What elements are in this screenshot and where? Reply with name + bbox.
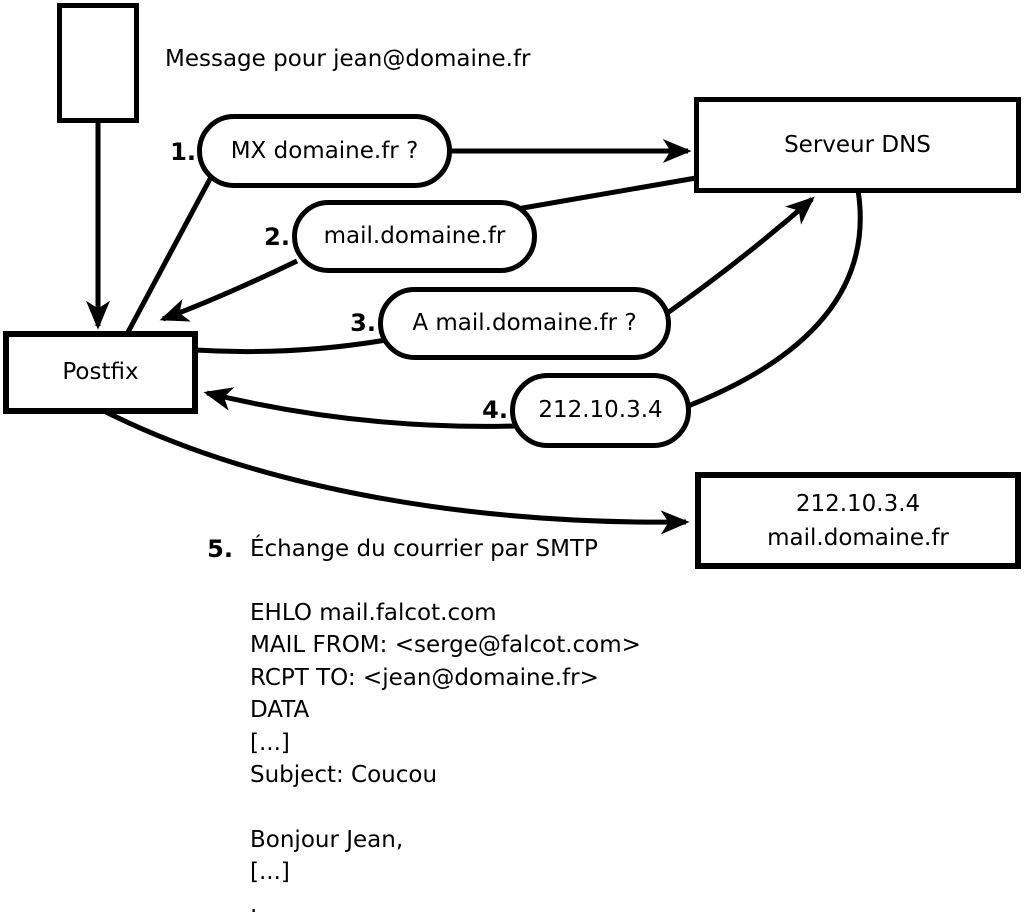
destination-hostname: mail.domaine.fr <box>767 524 949 551</box>
step3-number: 3. <box>350 309 376 337</box>
arrow-step4-to-postfix <box>203 387 516 429</box>
step3-query-pill: A mail.domaine.fr ? <box>378 287 671 360</box>
step5-number: 5. <box>207 535 233 563</box>
line-postfix-to-step3 <box>194 336 393 355</box>
line-dns-to-step4 <box>687 189 863 409</box>
destination-ip: 212.10.3.4 <box>795 490 921 517</box>
step2-answer-label: mail.domaine.fr <box>323 223 506 250</box>
dns-server-box: Serveur DNS <box>694 97 1021 193</box>
destination-server-label: 212.10.3.4 mail.domaine.fr <box>767 487 949 555</box>
postfix-label: Postfix <box>62 359 139 386</box>
step1-query-label: MX domaine.fr ? <box>230 137 419 164</box>
step2-number: 2. <box>264 223 290 251</box>
line-dns-to-step2 <box>516 175 697 212</box>
step3-query-label: A mail.domaine.fr ? <box>412 310 637 337</box>
step2-answer-pill: mail.domaine.fr <box>292 200 537 273</box>
smtp-session-transcript: EHLO mail.falcot.com MAIL FROM: <serge@f… <box>250 600 641 918</box>
arrow-step2-to-postfix <box>159 258 299 322</box>
step1-number: 1. <box>170 138 196 166</box>
step4-number: 4. <box>482 396 508 424</box>
arrow-step3-to-dns <box>664 196 815 317</box>
dns-server-label: Serveur DNS <box>784 131 931 158</box>
line-postfix-to-step1 <box>124 175 214 336</box>
destination-server-box: 212.10.3.4 mail.domaine.fr <box>695 472 1021 569</box>
message-caption: Message pour jean@domaine.fr <box>165 46 531 72</box>
step5-caption: Échange du courrier par SMTP <box>250 536 598 562</box>
postfix-box: Postfix <box>3 331 198 414</box>
arrow-postfix-to-dest <box>100 407 690 535</box>
step4-answer-label: 212.10.3.4 <box>538 397 663 424</box>
step1-query-pill: MX domaine.fr ? <box>197 114 452 188</box>
mail-client-box <box>57 3 139 123</box>
step4-answer-pill: 212.10.3.4 <box>510 373 691 448</box>
